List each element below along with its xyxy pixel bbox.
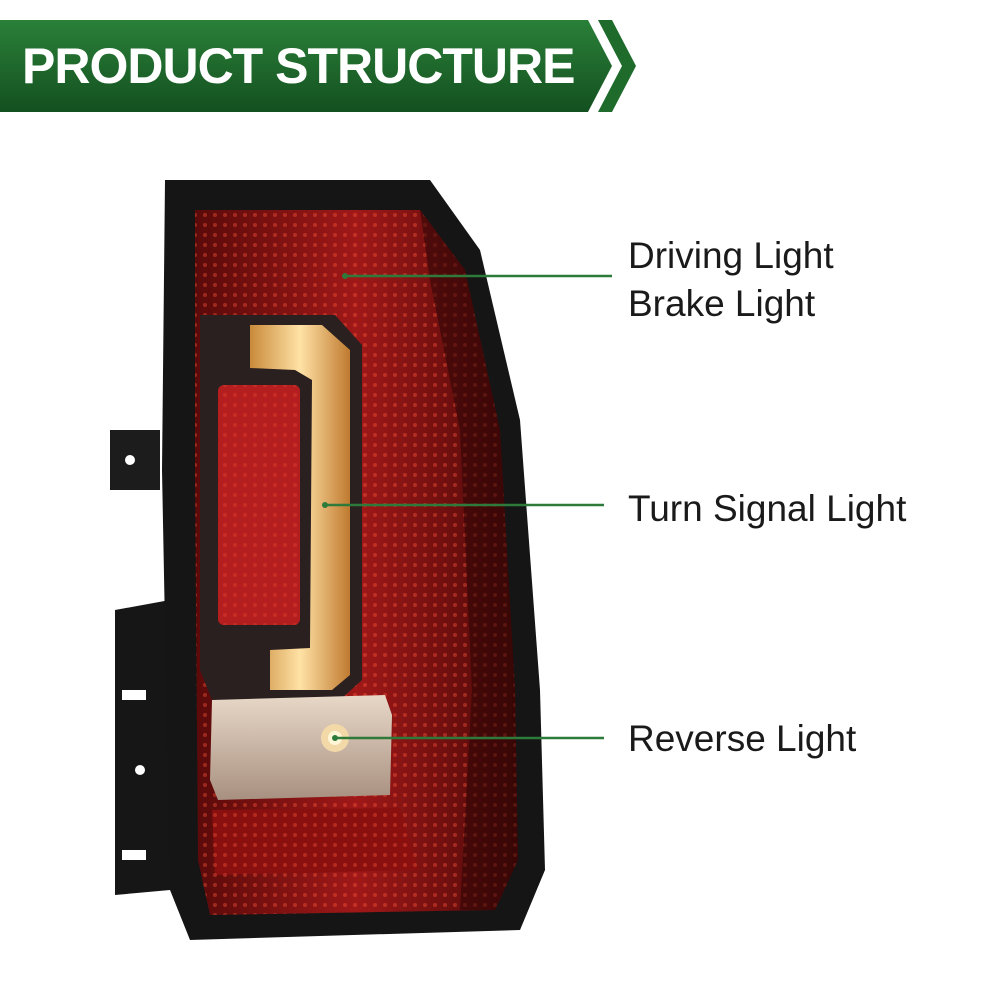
banner-arrow-shape [0,20,636,112]
callout-label-reverse-light: Reverse Light [628,718,857,759]
callout-label-driving-light: Driving Light [628,235,834,276]
banner-title: PRODUCT STRUCTURE [22,38,575,94]
callout-label-turn-signal-light: Turn Signal Light [628,488,907,529]
title-banner: PRODUCT STRUCTURE [0,20,640,112]
callout-label-brake-light: Brake Light [628,283,816,324]
